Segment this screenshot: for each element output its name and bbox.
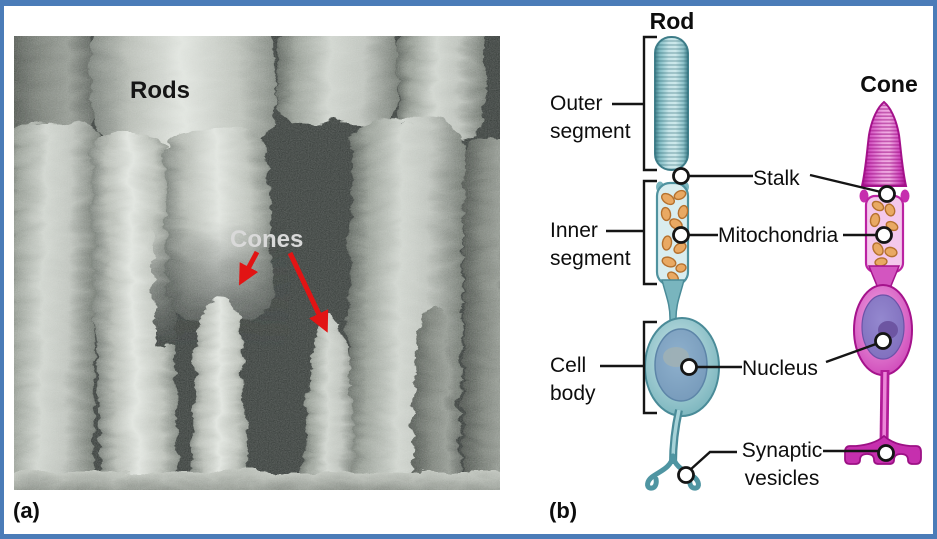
rod-mitochondria-blobs — [660, 189, 689, 283]
panel-a-tag: (a) — [13, 498, 40, 523]
synaptic-vesicles-label-line2: vesicles — [744, 467, 820, 490]
rod-stalk-marker — [672, 167, 690, 185]
inner-segment-label: Inner segment — [550, 217, 631, 273]
cone-axon-highlight — [882, 371, 887, 445]
cones-arrow-left — [239, 250, 260, 286]
rod-cell-drawing — [644, 36, 720, 491]
cone-inner-segment-ear — [900, 189, 910, 203]
cone-nucleus-marker — [874, 332, 892, 350]
outer-segment-label-line2: segment — [550, 120, 631, 143]
rod-mitochondria-marker — [672, 226, 690, 244]
rods-label: Rods — [130, 77, 190, 104]
cone-synaptic-marker — [877, 444, 895, 462]
outer-segment-label-line1: Outer — [550, 92, 603, 115]
cell-body-label: Cell body — [550, 352, 596, 408]
synaptic-vesicles-label: Synaptic vesicles — [736, 437, 828, 493]
inner-segment-label-line2: segment — [550, 247, 631, 270]
annotation-markers — [672, 167, 896, 484]
synaptic-vesicles-label-line1: Synaptic — [741, 439, 823, 462]
inner-segment-bracket — [642, 179, 657, 286]
stalk-label: Stalk — [753, 167, 800, 190]
rod-outer-segment-striations — [655, 37, 688, 170]
cell-body-bracket — [642, 320, 657, 415]
rod-nucleus-marker — [680, 358, 698, 376]
cone-inner-segment-ear — [859, 189, 869, 203]
cones-label: Cones — [230, 226, 303, 253]
nucleus-leader-cone — [825, 342, 877, 364]
inner-segment-label-line1: Inner — [550, 219, 598, 242]
cone-outer-segment-striations — [862, 102, 906, 186]
cell-body-label-line2: body — [550, 382, 596, 405]
panel-b-diagram — [600, 35, 922, 491]
stalk-leader-cone — [809, 173, 882, 194]
cell-body-label-line1: Cell — [550, 354, 587, 377]
cone-mitochondria-marker — [875, 226, 893, 244]
cones-arrow-right — [287, 251, 329, 333]
panel-a-sem-micrograph: Rods Cones — [14, 36, 500, 490]
outer-segment-label: Outer segment — [550, 90, 631, 146]
annotation-lines — [600, 35, 882, 471]
panel-b-tag: (b) — [549, 498, 578, 523]
nucleus-label: Nucleus — [742, 357, 818, 380]
rod-title: Rod — [649, 8, 695, 34]
cone-title: Cone — [860, 71, 918, 97]
sem-grain-texture — [14, 36, 500, 490]
cone-cell-drawing — [844, 100, 922, 465]
rod-synaptic-marker — [677, 466, 695, 484]
mitochondria-label: Mitochondria — [718, 224, 839, 247]
rod-synaptic-foot-left — [645, 453, 676, 491]
cone-stalk-marker — [878, 185, 896, 203]
synaptic-leader-rod — [689, 450, 737, 471]
